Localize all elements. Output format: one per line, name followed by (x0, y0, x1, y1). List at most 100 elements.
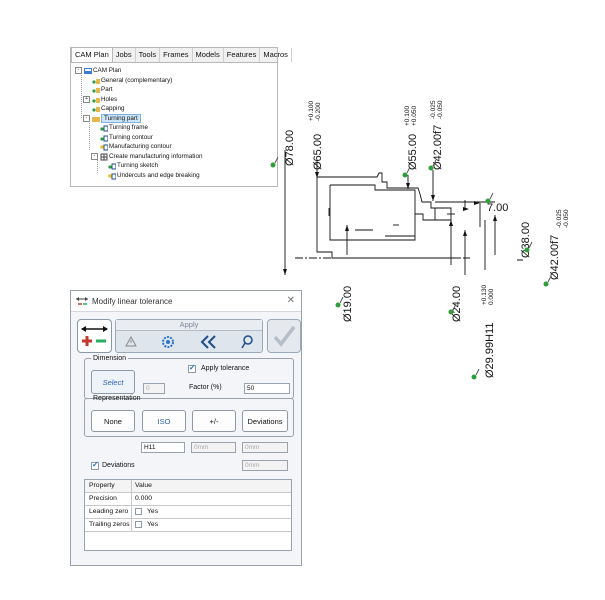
tree-spacer (91, 143, 98, 150)
tree-spacer (91, 134, 98, 141)
dimension-pin-markers (270, 156, 552, 380)
apply-button[interactable]: Apply (116, 320, 262, 331)
tree-item-label: Turning sketch (117, 162, 159, 169)
column-header-value: Value (135, 482, 152, 489)
tab-jobs[interactable]: Jobs (113, 48, 136, 62)
apply-tolerance-label: Apply tolerance (201, 365, 250, 372)
tree-item[interactable]: Turning sketch (99, 161, 158, 170)
expand-icon[interactable]: + (83, 95, 90, 103)
tree-item-label: Turning contour (109, 133, 153, 141)
table-row[interactable]: Trailing zeros Yes (85, 519, 291, 532)
tree-item[interactable]: Turning frame (91, 123, 148, 132)
pin-icon[interactable] (543, 275, 552, 287)
checkmark-icon (273, 325, 296, 347)
tree-connector (89, 120, 90, 150)
tree-item[interactable]: +Holes (83, 95, 117, 104)
pin-icon[interactable] (428, 159, 437, 171)
deviations-checkbox[interactable] (91, 460, 99, 470)
tree-item[interactable]: Capping (83, 104, 124, 113)
table-header-row: Property Value (85, 480, 291, 493)
pin-icon[interactable] (524, 241, 533, 253)
tree-item-label: Part (101, 86, 113, 93)
factor-input[interactable]: 50 (244, 383, 290, 394)
tab-macros[interactable]: Macros (260, 48, 292, 62)
plus-minus-label: +/- (209, 416, 219, 426)
gear-icon[interactable] (162, 336, 174, 348)
tab-cam-plan[interactable]: CAM Plan (71, 47, 113, 62)
apply-tolerance-checkbox[interactable] (188, 363, 196, 373)
select-button[interactable]: Select (91, 370, 135, 394)
pin-icon[interactable] (485, 192, 494, 204)
tree-item[interactable]: Undercuts and edge breaking (99, 171, 200, 180)
representation-group: Representation (84, 395, 294, 437)
dim-diameter-78: Ø78.00 (284, 130, 296, 166)
iso-label: ISO (157, 416, 171, 426)
ok-button[interactable] (267, 319, 301, 353)
dim-diameter-42-fit-right: Ø42.00f7 (549, 235, 561, 280)
pin-icon[interactable] (270, 156, 279, 168)
collapse-icon[interactable]: - (83, 114, 90, 122)
cam-plan-panel: CAM Plan Jobs Tools Frames Models Featur… (70, 47, 292, 187)
pin-icon[interactable] (448, 303, 457, 315)
search-icon[interactable] (241, 335, 253, 349)
dim-diameter-30-lower: 0.000 (488, 288, 495, 305)
tree-item[interactable]: Part (83, 85, 113, 94)
dialog-toolbar: Apply (77, 319, 301, 353)
dim-diameter-65: Ø65.00 (312, 134, 324, 170)
pin-frame-icon (100, 124, 109, 132)
tree-spacer (83, 77, 90, 84)
dim-diameter-30-upper: +0.130 (481, 285, 488, 305)
property-value[interactable]: 0.000 (135, 495, 153, 502)
chevron-double-left-icon[interactable] (200, 335, 216, 349)
representation-plus-minus-button[interactable]: +/- (192, 410, 236, 432)
tolerance-type-button[interactable] (77, 319, 112, 353)
upper-deviation-input[interactable]: 0mm (191, 442, 236, 453)
fit-class-input[interactable]: H11 (141, 442, 185, 453)
tree-connector (81, 73, 82, 118)
dialog-title-bar: Modify linear tolerance ✕ (71, 291, 301, 312)
pin-icon[interactable] (402, 166, 411, 178)
leading-zero-checkbox[interactable] (135, 508, 142, 515)
tree-item[interactable]: -Create manufacturing information (91, 152, 202, 161)
tree-spacer (99, 162, 106, 169)
pin-folder-icon (92, 96, 100, 103)
tree-item[interactable]: Manufacturing contour (91, 142, 172, 151)
collapse-icon[interactable]: - (91, 152, 98, 160)
folder-icon (92, 115, 100, 122)
tree-item[interactable]: Turning contour (91, 133, 153, 142)
dim-length-7: 7.00 (487, 202, 508, 214)
dim-diameter-19: Ø19.00 (342, 286, 354, 322)
property-name: Leading zero (89, 508, 129, 515)
tab-frames[interactable]: Frames (160, 48, 193, 62)
tree-item[interactable]: General (complementary) (83, 76, 172, 85)
tree-item-label: General (complementary) (101, 76, 173, 84)
tab-features[interactable]: Features (224, 48, 261, 62)
pin-icon[interactable] (335, 296, 344, 308)
none-label: None (104, 416, 122, 426)
deviations-value-input[interactable]: 0mm (242, 460, 288, 471)
toolbar-icons (125, 335, 253, 349)
tree-item-label: CAM Plan (93, 67, 122, 74)
pin-icon[interactable] (471, 368, 480, 380)
tree-item-label: Manufacturing contour (109, 143, 172, 150)
representation-iso-button[interactable]: ISO (142, 410, 186, 432)
table-row[interactable]: Leading zero Yes (85, 506, 291, 519)
table-row[interactable]: Precision 0.000 (85, 493, 291, 506)
tree-item[interactable]: -Turning part (83, 113, 141, 123)
tab-tools[interactable]: Tools (136, 48, 161, 62)
collapse-icon[interactable]: - (75, 67, 82, 74)
lower-deviation-input[interactable]: 0mm (242, 442, 288, 453)
property-value: Yes (147, 521, 159, 528)
apply-toolbar: Apply (115, 319, 263, 353)
grid-icon (100, 153, 108, 160)
tree-item[interactable]: - CAM Plan (75, 66, 121, 75)
representation-legend: Representation (93, 395, 141, 402)
warning-icon[interactable] (125, 335, 137, 347)
trailing-zeros-checkbox[interactable] (135, 521, 142, 528)
tab-models[interactable]: Models (193, 48, 224, 62)
dim-diameter-42-fit-top: Ø42.00f7 (432, 125, 444, 170)
representation-none-button[interactable]: None (91, 410, 135, 432)
close-icon[interactable]: ✕ (286, 295, 295, 306)
cam-tab-bar: CAM Plan Jobs Tools Frames Models Featur… (71, 47, 292, 63)
representation-deviations-button[interactable]: Deviations (242, 410, 288, 432)
